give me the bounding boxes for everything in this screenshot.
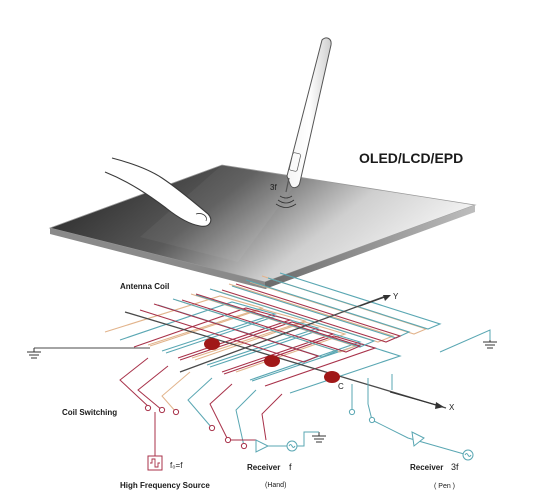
contact-point-c (324, 371, 340, 383)
pen-signal-waves (275, 195, 297, 208)
sine-source-icon (147, 455, 163, 471)
ground-icon (27, 340, 497, 443)
pen-frequency-label: 3f (270, 183, 277, 192)
coil-switching-label: Coil Switching (62, 408, 117, 417)
axis-x-arrow (389, 391, 444, 409)
display-panel (48, 164, 477, 289)
antenna-coil-grid (104, 272, 447, 409)
axis-y-arrow (359, 295, 391, 307)
contact-point-hand (204, 338, 220, 350)
axis-y-label: Y (393, 292, 399, 301)
receiver-pen-label: Receiver (410, 463, 443, 472)
display-type-label: OLED/LCD/EPD (359, 150, 463, 166)
pen-note-label: ( Pen ) (434, 483, 455, 490)
axis-x-label: X (449, 403, 455, 412)
high-frequency-source-label: High Frequency Source (120, 481, 210, 490)
hand-note-label: (Hand) (265, 482, 286, 489)
contact-points (204, 338, 340, 383)
point-c-label: C (338, 382, 344, 391)
source-formula-label: f₀=f (170, 461, 183, 470)
contact-point-center (264, 355, 280, 367)
switch-icon (144, 404, 376, 450)
amplifier-icon (255, 431, 474, 461)
finger-icon (104, 157, 212, 227)
pen-icon (285, 37, 332, 193)
antenna-coil-label: Antenna Coil (120, 282, 169, 291)
receiver-hand-label: Receiver (247, 463, 280, 472)
receiver-hand-frequency: f (289, 462, 292, 472)
coil-switching-leads (34, 329, 491, 460)
receiver-pen-frequency: 3f (451, 462, 459, 472)
